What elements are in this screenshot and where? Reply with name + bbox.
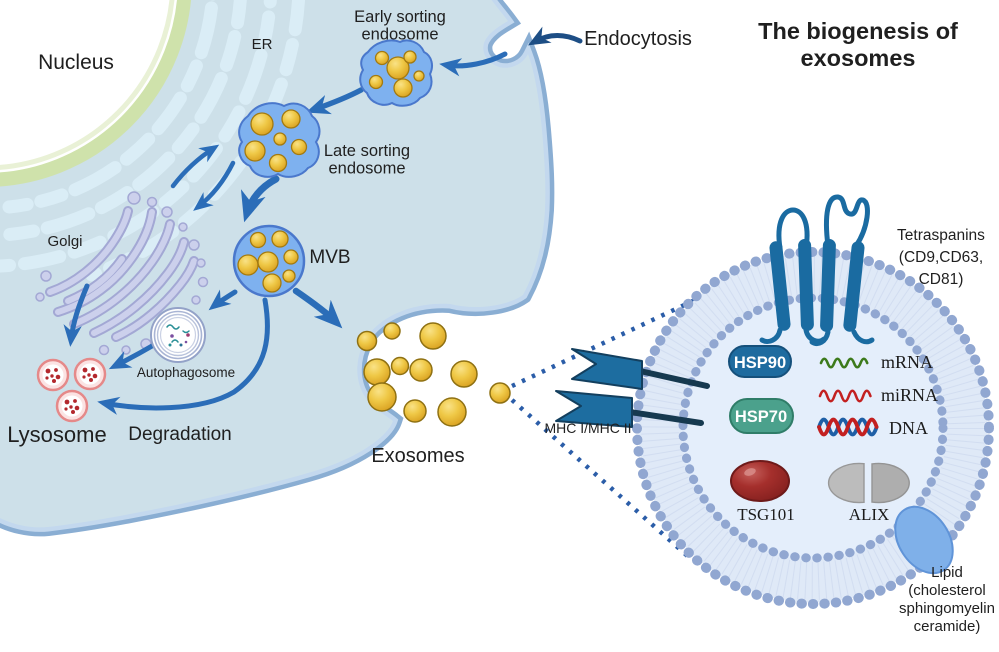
hsp90-pill: HSP90	[728, 345, 792, 378]
lipid-label-line1: Lipid	[931, 564, 963, 581]
hsp70-pill: HSP70	[729, 398, 794, 434]
endocytosis-label: Endocytosis	[584, 28, 692, 50]
arrow-degradation	[97, 297, 270, 415]
mhc-label: MHC I/MHC II	[544, 420, 631, 436]
tetraspanins-icon	[759, 194, 875, 347]
tsg101-icon	[730, 460, 790, 502]
late-sorting-endosome	[238, 102, 321, 178]
mvb	[232, 224, 306, 298]
arrow-golgi-exchange-down	[193, 160, 236, 211]
arrow-mvb-to-autophagosome	[208, 289, 238, 311]
early-endosome-label-line1: Early sorting	[354, 8, 446, 26]
mrna-label: mRNA	[881, 352, 933, 372]
mirna-label: miRNA	[881, 385, 938, 405]
arrow-golgi-exchange-up	[170, 144, 220, 189]
exosome-at-zoom-apex	[489, 382, 511, 404]
golgi-label: Golgi	[47, 233, 82, 250]
arrow-late-endosome-to-mvb	[240, 175, 280, 223]
lipid-label-line2: (cholesterol	[908, 582, 986, 599]
page-title-line1: The biogenesis of	[758, 18, 958, 44]
late-endosome-label-line2: endosome	[328, 160, 405, 178]
lipid-label-line3: sphingomyelin	[899, 600, 995, 617]
tetraspanins-label-line1: Tetraspanins	[897, 227, 985, 244]
page-title-line2: exosomes	[801, 45, 916, 71]
exosomes-label: Exosomes	[371, 445, 464, 467]
mirna-icon	[818, 389, 872, 403]
autophagosome	[150, 307, 206, 363]
tsg101-label: TSG101	[737, 505, 795, 524]
lipid-icon	[894, 505, 954, 575]
er-label: ER	[252, 36, 273, 53]
early-endosome-label-line2: endosome	[361, 26, 438, 44]
pathway-arrows	[63, 51, 508, 415]
lipid-label-line4: ceramide)	[914, 618, 981, 635]
alix-icon	[827, 462, 910, 504]
arrow-early-to-late-endosome	[305, 87, 364, 115]
hsp70-label: HSP70	[735, 408, 787, 426]
lysosome-label: Lysosome	[7, 422, 106, 447]
mvb-label: MVB	[309, 247, 350, 268]
arrow-endocytosis-to-early-endosome	[439, 51, 508, 77]
labels: The biogenesis of exosomes Nucleus ER Go…	[7, 8, 995, 635]
nucleus	[0, 0, 191, 187]
degradation-label: Degradation	[128, 424, 232, 445]
arrow-mvb-to-release	[292, 287, 343, 329]
inner-lipid-heads	[678, 293, 948, 563]
zoom-cone-dotted-lines	[510, 297, 696, 562]
dna-icon	[817, 417, 879, 437]
arrow-golgi-to-lysosome	[63, 283, 90, 347]
autophagosome-label: Autophagosome	[137, 365, 235, 380]
alix-label: ALIX	[849, 505, 890, 524]
dna-label: DNA	[889, 418, 928, 438]
outer-lipid-heads	[632, 247, 994, 609]
hsp90-label: HSP90	[734, 354, 786, 372]
tetraspanins-label-line2: (CD9,CD63,	[899, 249, 983, 266]
mhc-icon	[555, 348, 710, 428]
mrna-icon	[819, 357, 869, 369]
nucleus-label: Nucleus	[38, 51, 114, 74]
late-endosome-label-line1: Late sorting	[324, 142, 410, 160]
arrow-autophagosome-to-lysosome	[108, 343, 155, 370]
exosome-detail: HSP90 HSP70	[555, 194, 994, 609]
exosome-cluster	[356, 322, 511, 427]
golgi	[35, 191, 209, 356]
tetraspanins-label-line3: CD81)	[919, 271, 964, 288]
endocytosis-arrow	[528, 26, 583, 46]
exosome-bilayer-band	[638, 253, 988, 603]
early-sorting-endosome	[359, 39, 433, 107]
